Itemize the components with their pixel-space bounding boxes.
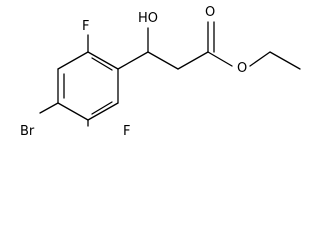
atom-br: Br — [20, 124, 35, 137]
ring-bond-c4-c5 — [57, 102, 89, 121]
ring-double-bond-1 — [91, 57, 113, 71]
bond-ring-to-choh — [117, 51, 149, 70]
atom-hydroxyl: HO — [138, 11, 158, 26]
atom-carbonyl-oxygen: O — [205, 5, 215, 20]
atom-ester-oxygen: O — [237, 61, 247, 76]
ring-bond-c1-c2 — [87, 51, 119, 70]
molecule-canvas: F F Br HO O O — [20, 5, 301, 137]
bond-ester-o-to-ch2 — [249, 51, 271, 67]
atom-f-top: F — [82, 19, 89, 34]
bond-carbonyl-to-ester-o — [207, 51, 233, 67]
ring-double-bond-2 — [91, 101, 113, 115]
bond-choh-to-ch2 — [147, 51, 179, 70]
ring-bond-c3-c4 — [87, 102, 119, 121]
atom-f-bottom: F — [123, 124, 130, 137]
bond-ethyl — [269, 51, 301, 70]
structure-diagram: F F Br HO O O — [20, 5, 301, 137]
bond-ch2-to-carbonyl — [177, 51, 209, 70]
ring-bond-c6-c1 — [57, 51, 89, 70]
bond-ring-to-br — [39, 102, 59, 114]
benzene-ring — [57, 51, 119, 121]
